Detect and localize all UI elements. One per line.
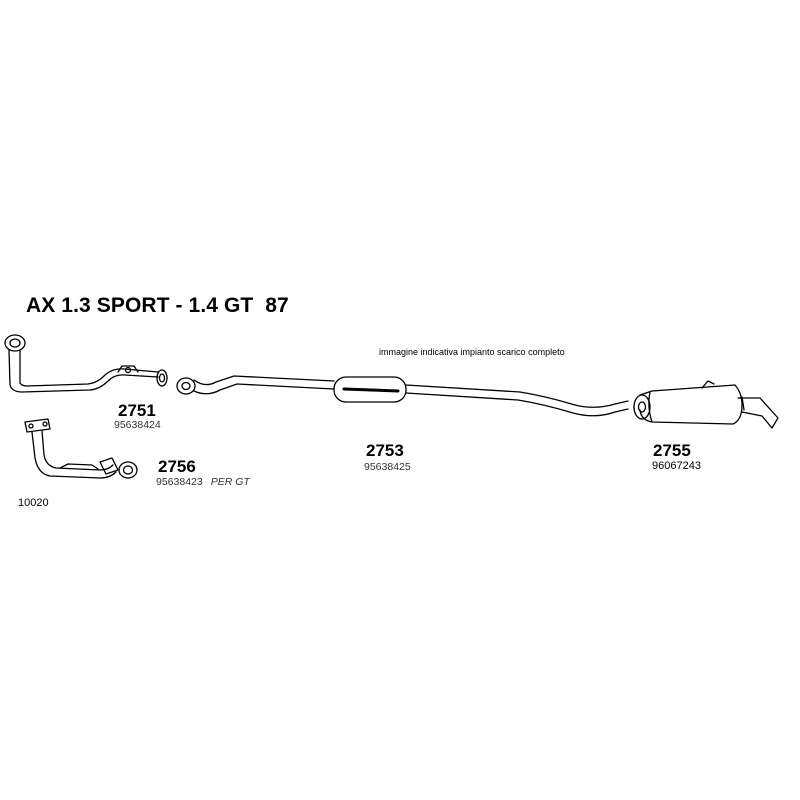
center-pipe-2753 bbox=[176, 375, 629, 417]
part-ref-2755: 96067243 bbox=[652, 460, 701, 472]
part-code-2756: 2756 bbox=[158, 457, 196, 476]
part-ref-2751: 95638424 bbox=[114, 419, 161, 431]
downpipe-2756 bbox=[24, 418, 138, 479]
part-note: PER GT bbox=[210, 476, 250, 488]
extra-ref: 10020 bbox=[18, 497, 49, 509]
part-ref-2756: 95638423 PER GT bbox=[156, 477, 250, 488]
part-ref-2753: 95638425 bbox=[364, 461, 411, 473]
part-code-2755: 2755 bbox=[653, 441, 691, 460]
front-pipe-2751 bbox=[4, 334, 168, 393]
part-code-2753: 2753 bbox=[366, 441, 404, 460]
page-title: AX 1.3 SPORT - 1.4 GT 87 bbox=[26, 294, 289, 317]
part-code-2751: 2751 bbox=[118, 401, 156, 420]
part-ref-number: 95638423 bbox=[156, 476, 203, 488]
rear-silencer-2755 bbox=[633, 380, 779, 429]
diagram-caption: immagine indicativa impianto scarico com… bbox=[379, 347, 565, 357]
